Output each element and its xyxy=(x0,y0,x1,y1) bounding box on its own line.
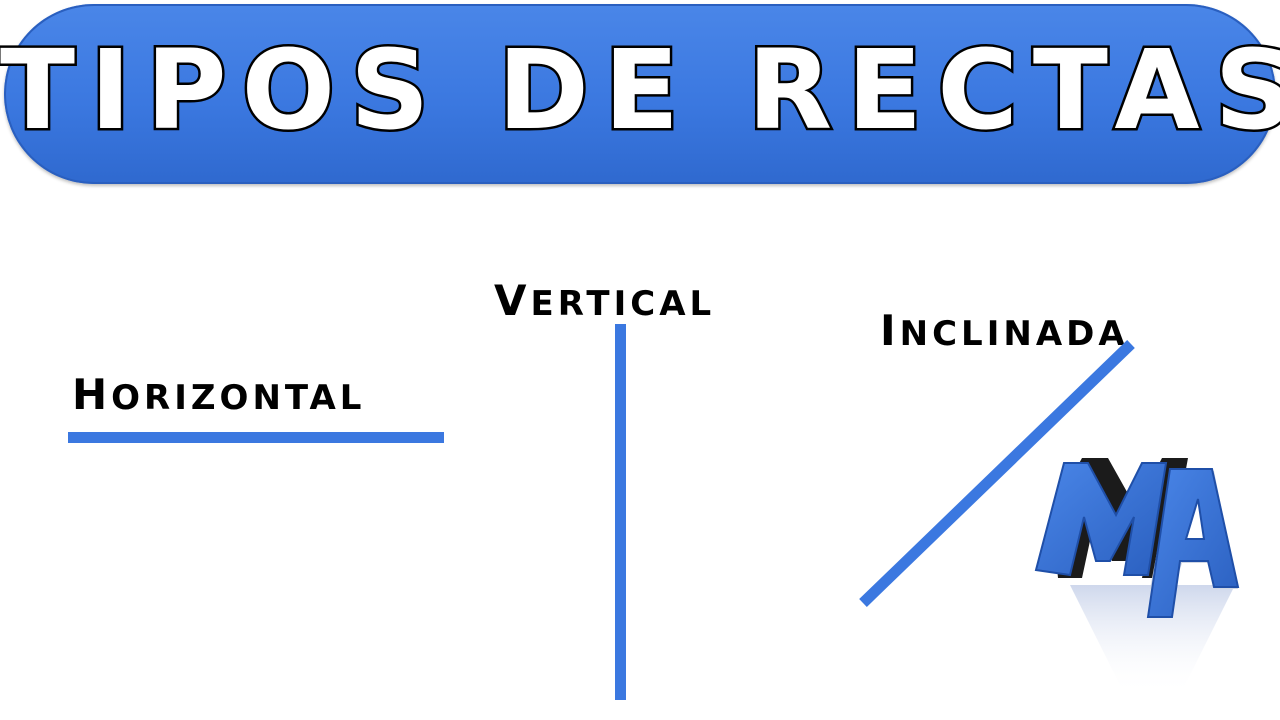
inclinada-label-rest: NCLINADA xyxy=(899,314,1129,354)
title-banner xyxy=(4,4,1276,184)
inclinada-label: INCLINADA xyxy=(880,306,1129,355)
page-title: TIPOS DE RECTAS xyxy=(0,26,1280,154)
vertical-label-rest: ERTICAL xyxy=(530,284,716,324)
vertical-line xyxy=(615,324,626,700)
horizontal-label-initial: H xyxy=(72,370,112,419)
vertical-label-initial: V xyxy=(494,276,531,325)
horizontal-line xyxy=(68,432,444,443)
horizontal-label-rest: ORIZONTAL xyxy=(111,378,366,418)
inclinada-label-initial: I xyxy=(880,306,900,355)
vertical-label: VERTICAL xyxy=(494,276,715,325)
horizontal-label: HORIZONTAL xyxy=(72,370,365,419)
ma-logo: MA xyxy=(1034,458,1240,695)
